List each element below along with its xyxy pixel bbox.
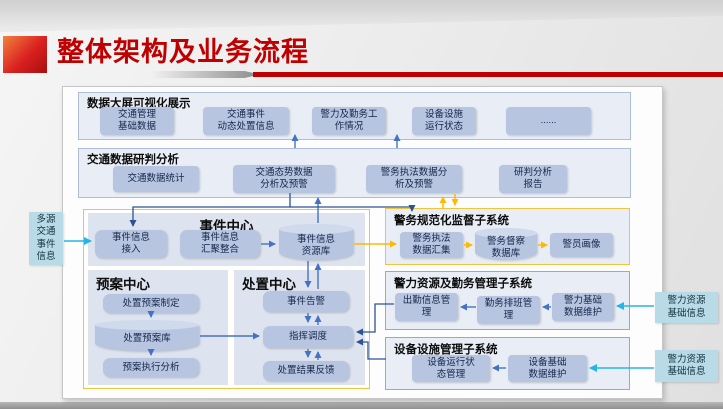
slide-title: 整体架构及业务流程 (57, 37, 309, 67)
section-title: 处置中心 (242, 277, 296, 292)
background-top-band (0, 0, 723, 32)
box-plan-execution-analysis: 预案执行分析 (103, 358, 199, 377)
box-traffic-situation-analysis: 交通态势数据 分析及预警 (233, 165, 335, 193)
box-device-base-data-maintenance: 设备基础 数据维护 (508, 355, 587, 382)
box-attendance-info-mgmt: 出勤信息管 理 (395, 293, 458, 321)
section-title: 警务规范化监督子系统 (394, 215, 509, 227)
box-ellipsis: ...... (506, 107, 591, 135)
box-disposal-result-feedback: 处置结果反馈 (263, 361, 349, 381)
background-bottom-bar (0, 402, 723, 409)
box-event-info-access: 事件信息 接入 (95, 230, 167, 258)
box-law-enforcement-analysis: 警务执法数据分 析及预警 (366, 165, 462, 193)
box-police-base-data-maintenance: 警力基础 数据维护 (552, 293, 614, 321)
title-accent-chip (3, 36, 47, 73)
box-duty-scheduling-mgmt: 勤务排班管 理 (477, 296, 540, 324)
box-police-resource-base-info-2: 警力资源 基础信息 (655, 350, 718, 382)
box-event-info-aggregation: 事件信息 汇聚整合 (180, 230, 260, 258)
box-multi-source-event-info: 多源 交通 事件 信息 (29, 212, 63, 265)
db-event-info-repository: 事件信息 资源库 (279, 224, 353, 260)
box-police-duty-status: 警力及勤务工 作情况 (312, 107, 386, 135)
box-event-alarm: 事件告警 (263, 291, 349, 312)
section-title: 预案中心 (96, 277, 150, 292)
db-plan-repository: 处置预案库 (95, 320, 199, 351)
box-police-resource-base-info-1: 警力资源 基础信息 (655, 292, 718, 323)
db-supervision-database: 警务督察 数据库 (475, 228, 537, 260)
box-analysis-report: 研判分析 报告 (499, 165, 567, 193)
box-traffic-mgmt-base-data: 交通管理 基础数据 (100, 107, 174, 135)
title-divider-red (253, 72, 723, 77)
cylinder-body (279, 229, 353, 260)
box-officer-profile: 警员画像 (550, 233, 613, 257)
box-command-dispatch: 指挥调度 (263, 326, 353, 348)
section-title: 警力资源及勤务管理子系统 (394, 278, 532, 290)
cylinder-top (475, 228, 537, 238)
box-event-dynamic-disposal-info: 交通事件 动态处置信息 (203, 107, 289, 135)
box-traffic-data-statistics: 交通数据统计 (113, 166, 199, 192)
box-enforcement-data-collection: 警务执法 数据汇集 (400, 232, 463, 258)
cylinder-top (279, 224, 353, 234)
box-plan-formulation: 处置预案制定 (103, 294, 199, 313)
box-device-running-status: 设备设施 运行状态 (412, 107, 476, 135)
section-title: 交通数据研判分析 (87, 154, 179, 166)
title-divider-gray (150, 71, 260, 78)
cylinder-top (95, 320, 199, 330)
box-device-running-status-mgmt: 设备运行状 态管理 (412, 355, 490, 382)
section-title: 设备设施管理子系统 (394, 344, 498, 356)
